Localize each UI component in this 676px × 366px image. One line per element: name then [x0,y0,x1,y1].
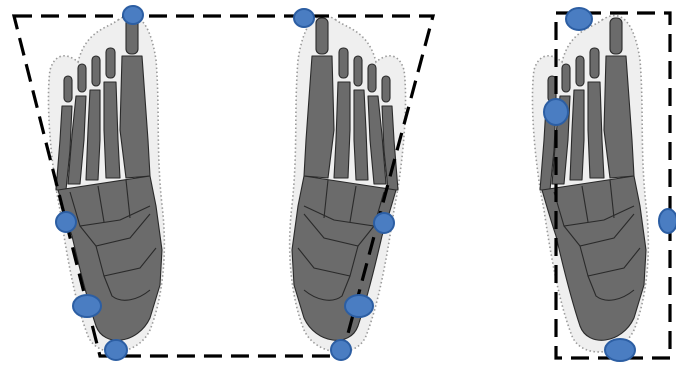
left-foot [48,16,164,352]
marker-right-heel [331,340,351,360]
marker-right-midfoot [374,213,394,233]
marker-right-toe [294,9,314,27]
marker-single-toe [566,8,592,30]
marker-right-heel-side [345,295,373,317]
marker-left-heel-side [73,295,101,317]
marker-single-midfoot [659,209,676,233]
marker-single-heel [605,339,635,361]
marker-single-forefoot [544,99,568,125]
marker-left-heel [105,340,127,360]
single-foot [532,16,648,352]
marker-left-midfoot [56,212,76,232]
marker-left-toe [123,6,143,24]
